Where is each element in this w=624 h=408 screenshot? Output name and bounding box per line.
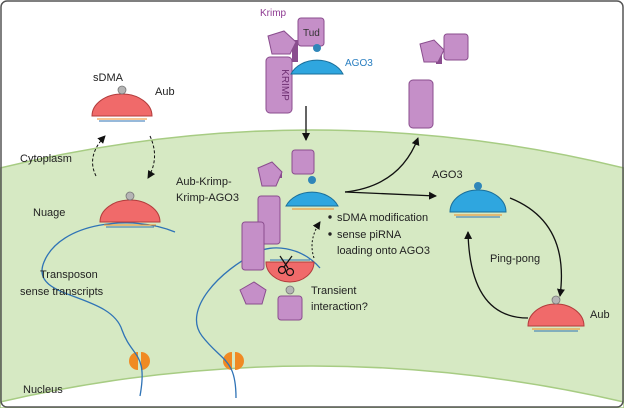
complex-label-1: Aub-Krimp- [176, 176, 232, 188]
released-krimp [408, 33, 469, 129]
sdma-label: sDMA [93, 72, 124, 84]
transposon-rna-left [41, 222, 176, 397]
bullet-dot-2 [328, 232, 332, 236]
krimp-small-domain [267, 30, 297, 55]
arrow-pingpong-up [464, 231, 529, 319]
transposon-rna-right [195, 247, 321, 399]
tud-domain [297, 17, 325, 47]
pingpong-label: Ping-pong [490, 253, 540, 265]
aub-right-label: Aub [590, 309, 610, 321]
bullet-text-1: sDMA modification [337, 212, 428, 224]
arrow-to-ago3-right [344, 191, 437, 200]
aub-cytoplasm [91, 85, 153, 122]
nucleus-region [0, 365, 624, 408]
arrow-aub-shuttle-right [147, 135, 156, 179]
aub-top-label: Aub [155, 86, 175, 98]
free-krimp-with-ago3 [265, 17, 344, 114]
aub-sdma-dot [117, 85, 127, 95]
transposon-label-1: Transposon [40, 269, 98, 281]
ago3-protein-complex [285, 191, 339, 207]
arrow-to-released-krimp [344, 137, 420, 193]
krimp-linker [292, 40, 298, 62]
ago3-protein-top [290, 59, 344, 75]
krimp-label: Krimp [260, 8, 287, 19]
ago3-sdma-dot-top [313, 44, 321, 52]
aub-protein-complex [265, 261, 315, 283]
arrow-aub-shuttle-left [92, 135, 106, 177]
krimp-domain-box [265, 56, 293, 114]
ago3-top-label: AGO3 [345, 58, 373, 69]
bullet-text-2b: loading onto AGO3 [337, 245, 430, 257]
bullet-text-2a: sense piRNA [337, 229, 402, 241]
nuclear-pore-left [129, 352, 150, 370]
arrow-pingpong-down [509, 197, 565, 297]
scissors-icon [277, 255, 295, 277]
aub-krimp-krimp-ago3-complex [239, 149, 339, 321]
tud-label: Tud [303, 28, 320, 39]
nuage-label: Nuage [33, 207, 65, 219]
aub-nuage [99, 191, 161, 228]
complex-label-2: Krimp-AGO3 [176, 192, 239, 204]
cytoplasm-label: Cytoplasm [20, 153, 72, 165]
transient-label-2: interaction? [311, 301, 368, 313]
bullet-dot-1 [328, 215, 332, 219]
transient-label-1: Transient [311, 285, 356, 297]
nucleus-label: Nucleus [23, 384, 63, 396]
ago3-right-label: AGO3 [432, 169, 463, 181]
ago3-right [449, 182, 507, 218]
transposon-label-2: sense transcripts [20, 286, 104, 298]
aub-right [527, 295, 585, 332]
krimp-domain-label: KRIMP [279, 69, 290, 101]
